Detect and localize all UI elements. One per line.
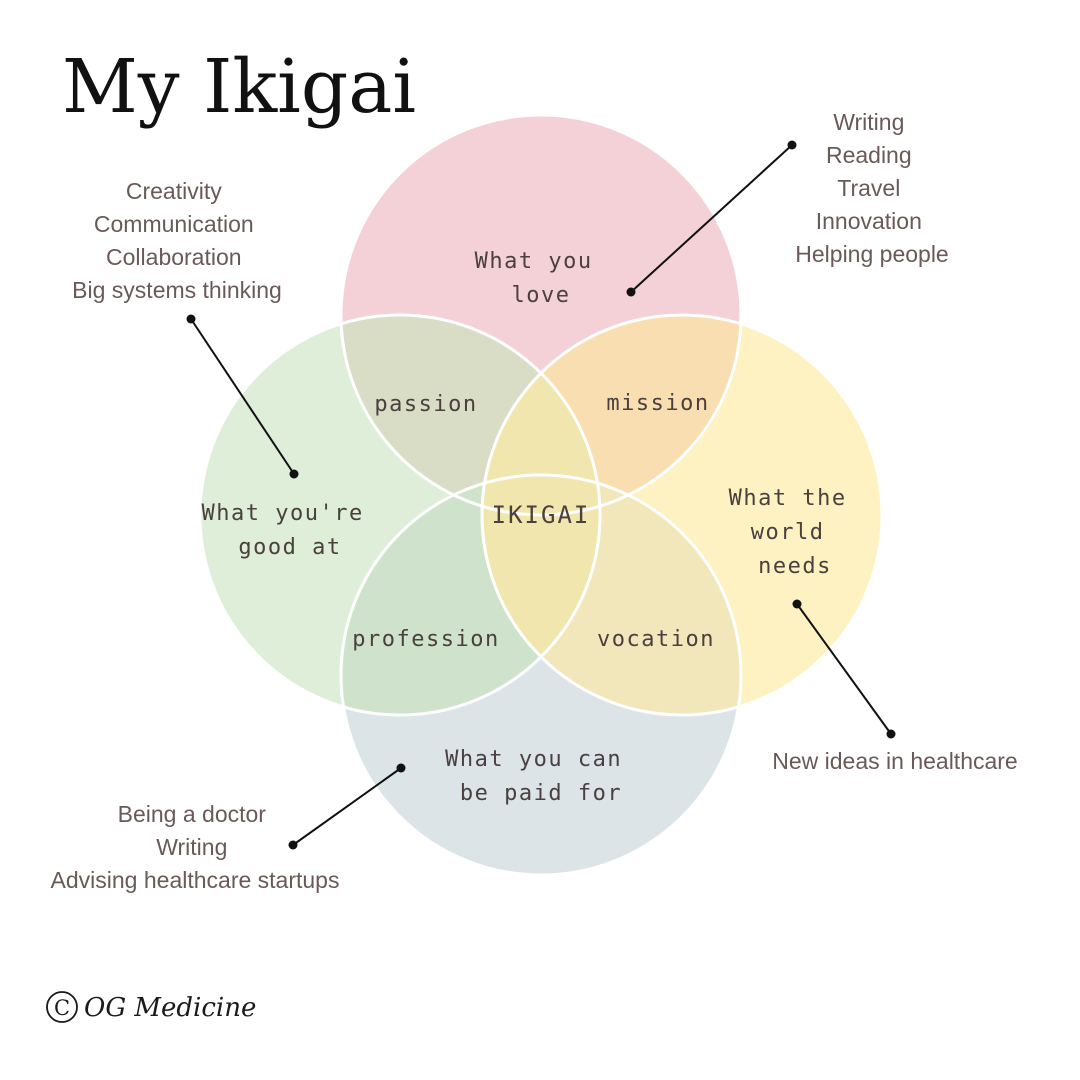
note-item: Collaboration [106, 244, 242, 270]
connector-world [796, 603, 892, 735]
note-item: Creativity [126, 178, 222, 204]
note-item: Innovation [816, 208, 922, 234]
connector-dot [787, 140, 797, 150]
connector-good [190, 318, 295, 475]
note-item: Big systems thinking [72, 277, 282, 303]
note-item: Writing [156, 834, 227, 860]
label-line: world [751, 520, 825, 545]
label-what-you-are-good-at: What you're good at [202, 501, 379, 560]
note-item: New ideas in healthcare [772, 748, 1017, 774]
connector-dot [289, 469, 299, 479]
label-mission: mission [606, 391, 709, 416]
label-vocation: vocation [597, 627, 715, 652]
outline-love [339, 113, 743, 517]
label-passion: passion [374, 392, 477, 417]
connector-dot [886, 729, 896, 739]
label-ikigai: IKIGAI [492, 501, 591, 529]
connector-dot [186, 314, 196, 324]
footer-brand-text: OG Medicine [84, 993, 256, 1023]
note-item: Communication [94, 211, 254, 237]
overlap-passion-region [341, 315, 600, 515]
note-item: Being a doctor [118, 801, 267, 827]
notes-what-the-world-needs: New ideas in healthcare [772, 748, 1017, 774]
outline-good [198, 313, 602, 717]
connector-paid [292, 767, 402, 846]
notes-what-you-can-be-paid-for: Being a doctor Writing Advising healthca… [51, 801, 340, 893]
outline-paid [339, 473, 743, 877]
notes-what-you-love: Writing Reading Travel Innovation Helpin… [795, 109, 948, 267]
footer-brand: © C OG Medicine [46, 991, 256, 1023]
connector-dot [626, 287, 636, 297]
connector-dot [396, 763, 406, 773]
label-line: be paid for [460, 781, 622, 806]
copyright-c: C [54, 996, 70, 1020]
connectors [190, 144, 892, 846]
label-what-you-can-be-paid-for: What you can be paid for [445, 747, 637, 806]
note-item: Writing [833, 109, 904, 135]
connector-dot [792, 599, 802, 609]
label-line: What you [475, 249, 593, 274]
label-profession: profession [352, 627, 499, 652]
notes-what-you-are-good-at: Creativity Communication Collaboration B… [72, 178, 282, 303]
circle-outlines [198, 113, 884, 877]
connector-dots [186, 140, 896, 850]
label-what-you-love: What you love [475, 249, 608, 308]
page-title: My Ikigai [62, 44, 416, 130]
label-line: love [512, 283, 571, 308]
copyright-icon [46, 991, 78, 1023]
label-line: needs [758, 554, 832, 579]
label-what-the-world-needs: What the world needs [729, 486, 862, 579]
outline-world [480, 313, 884, 717]
overlap-mission-region [482, 315, 741, 515]
note-item: Reading [826, 142, 912, 168]
label-line: What the [729, 486, 847, 511]
connector-dot [288, 840, 298, 850]
label-line: What you're [202, 501, 364, 526]
label-line: What you can [445, 747, 622, 772]
note-item: Travel [837, 175, 900, 201]
note-item: Helping people [795, 241, 948, 267]
connector-love [630, 144, 793, 293]
label-line: good at [238, 535, 341, 560]
note-item: Advising healthcare startups [51, 867, 340, 893]
